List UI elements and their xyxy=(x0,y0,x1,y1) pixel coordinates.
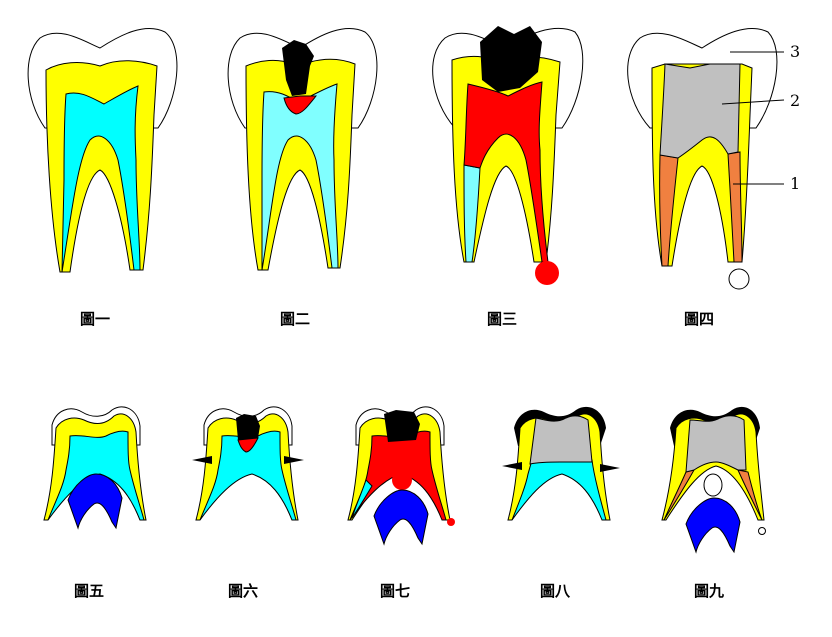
crown-filling xyxy=(685,415,747,473)
caption-fig5: 圖五 xyxy=(74,582,105,600)
caption-fig8: 圖八 xyxy=(540,582,571,600)
caption-fig1: 圖一 xyxy=(80,310,111,328)
tooth-fig8 xyxy=(502,406,620,521)
inflamed-pulp xyxy=(463,81,549,263)
root-filling xyxy=(659,151,743,267)
label-2: 2 xyxy=(790,91,801,110)
pulp xyxy=(261,83,339,271)
caption-fig2: 圖二 xyxy=(280,310,311,328)
inflamed-pulp-horn xyxy=(283,95,318,115)
caption-fig6: 圖六 xyxy=(228,582,259,600)
tooth-fig4 xyxy=(627,27,785,290)
caption-fig4: 圖四 xyxy=(684,310,715,328)
leader-line-2 xyxy=(721,99,785,105)
inflamed-pulp-horn xyxy=(237,437,259,453)
arrow-left xyxy=(192,456,212,464)
caption-fig3: 圖三 xyxy=(487,310,518,328)
caries xyxy=(480,26,542,92)
pulp xyxy=(47,430,145,521)
permanent-tooth-bud xyxy=(685,497,741,554)
caption-fig9: 圖九 xyxy=(694,582,725,600)
root-filling xyxy=(663,469,763,521)
permanent-tooth-bud xyxy=(67,473,123,530)
periapical-lesion xyxy=(447,518,455,526)
crown-filling xyxy=(529,415,593,465)
tooth-fig6 xyxy=(192,406,304,521)
arrow-right xyxy=(284,456,304,464)
arrow-right xyxy=(600,464,620,472)
pulp xyxy=(61,85,141,273)
label-1: 1 xyxy=(790,174,801,193)
pulp-residual xyxy=(463,164,481,263)
tooth-fig7 xyxy=(347,406,455,546)
tooth-fig3 xyxy=(432,26,584,285)
caption-fig7: 圖七 xyxy=(380,582,411,600)
tooth-fig1 xyxy=(27,27,178,273)
crown-filling xyxy=(659,63,741,159)
caries xyxy=(384,410,420,442)
tooth-fig5 xyxy=(43,406,147,530)
arrow-left xyxy=(502,462,522,470)
permanent-tooth-bud xyxy=(373,489,429,546)
periapical-lesion xyxy=(535,261,559,285)
tooth-fig2 xyxy=(227,27,378,271)
caries xyxy=(236,414,260,440)
pulp xyxy=(199,430,297,521)
pulp-residual xyxy=(351,479,373,519)
healed-lesion xyxy=(728,268,750,290)
tooth-fig9 xyxy=(661,406,766,554)
caries xyxy=(282,40,314,96)
furcation-lesion xyxy=(392,470,412,490)
healed-lesion xyxy=(703,473,723,497)
healed-periapical xyxy=(758,527,766,535)
label-3: 3 xyxy=(790,42,801,61)
